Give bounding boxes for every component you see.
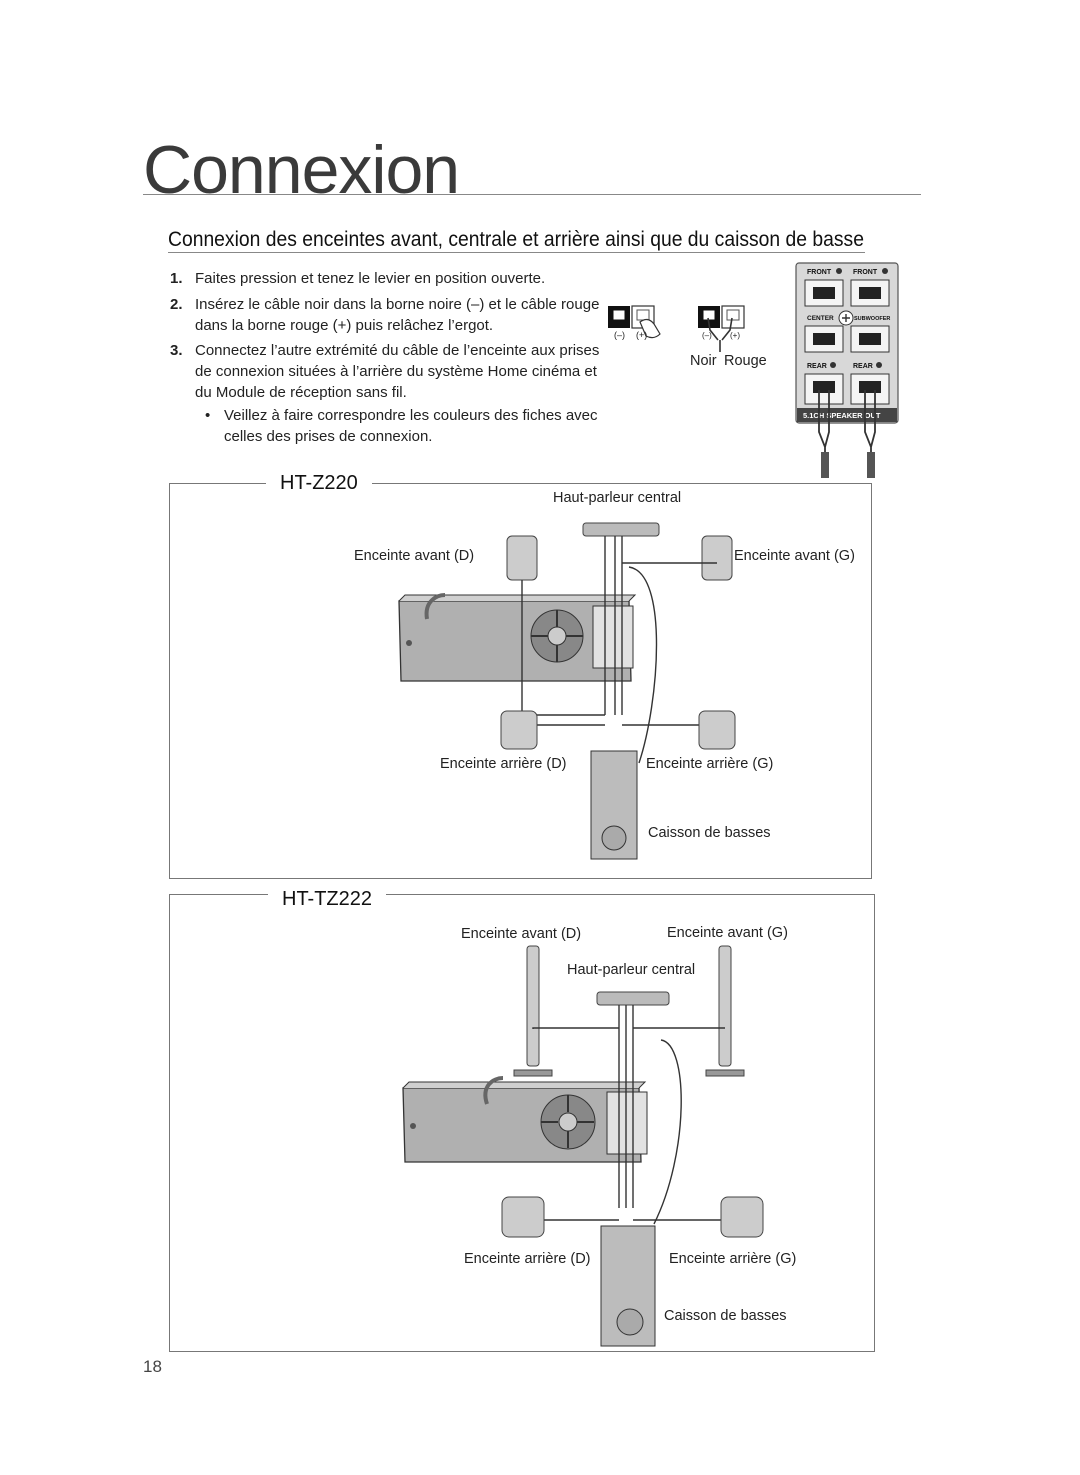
subwoofer-label: Caisson de basses bbox=[664, 1308, 787, 1324]
plus-label: (+) bbox=[636, 330, 647, 340]
step-number: 2. bbox=[170, 296, 183, 313]
subwoofer-tag: SUBWOOFER bbox=[854, 316, 890, 322]
step-3: 3. Connectez l’autre extrémité du câble … bbox=[170, 340, 615, 403]
page-number: 18 bbox=[143, 1357, 162, 1376]
front-left-speaker-icon bbox=[701, 535, 733, 581]
front-left-speaker-label: Enceinte avant (G) bbox=[667, 925, 788, 941]
front-left-tag: FRONT bbox=[807, 269, 832, 276]
terminal-clips-illustration: (–) (+) (–) (+) bbox=[608, 305, 745, 352]
bullet-text: Veillez à faire correspondre les couleur… bbox=[224, 407, 598, 445]
center-speaker-label: Haut-parleur central bbox=[553, 490, 682, 506]
center-tag: CENTER bbox=[807, 315, 834, 322]
center-speaker-icon bbox=[582, 522, 660, 537]
page-title: Connexion bbox=[143, 132, 460, 208]
rear-right-tag: REAR bbox=[853, 363, 873, 370]
rear-right-speaker-label: Enceinte arrière (D) bbox=[440, 756, 567, 772]
diagram-ht-tz222 bbox=[169, 894, 875, 1352]
front-right-speaker-label: Enceinte avant (D) bbox=[461, 926, 582, 942]
model-title-tz222: HT-TZ222 bbox=[268, 888, 387, 911]
rouge-label: Rouge bbox=[724, 353, 767, 369]
section-heading: Connexion des enceintes avant, centrale … bbox=[168, 228, 864, 251]
rear-right-speaker-icon bbox=[501, 1196, 545, 1238]
rear-left-speaker-icon bbox=[698, 710, 736, 750]
front-right-tag: FRONT bbox=[853, 269, 878, 276]
wiring-diagram-z220 bbox=[398, 522, 736, 860]
finger-icon bbox=[639, 318, 661, 339]
front-left-tall-speaker-icon bbox=[718, 945, 732, 1067]
diagram-ht-z220 bbox=[169, 483, 872, 879]
model-title-z220: HT-Z220 bbox=[266, 472, 372, 495]
minus-label: (–) bbox=[614, 330, 625, 340]
subwoofer-label: Caisson de basses bbox=[648, 825, 771, 841]
bullet-symbol: • bbox=[205, 407, 211, 424]
speaker-out-panel: FRONT FRONT CENTER SUBWOOFER REAR REAR 5… bbox=[795, 262, 899, 478]
speaker-out-tag: 5.1CH SPEAKER OUT bbox=[803, 411, 881, 420]
section-divider bbox=[168, 252, 865, 253]
step-1: 1. Faites pression et tenez le levier en… bbox=[170, 268, 615, 289]
step-text: Faites pression et tenez le levier en po… bbox=[195, 270, 546, 287]
step-number: 3. bbox=[170, 342, 183, 359]
note-bullet: • Veillez à faire correspondre les coule… bbox=[205, 405, 605, 447]
minus-label: (–) bbox=[702, 331, 712, 340]
front-left-speaker-label: Enceinte avant (G) bbox=[734, 548, 855, 564]
step-text: Insérez le câble noir dans la borne noir… bbox=[195, 296, 600, 334]
step-text: Connectez l’autre extrémité du câble de … bbox=[195, 342, 600, 401]
center-speaker-icon bbox=[596, 991, 670, 1006]
front-right-tall-speaker-icon bbox=[526, 945, 540, 1067]
noir-label: Noir bbox=[690, 353, 717, 369]
rear-right-speaker-label: Enceinte arrière (D) bbox=[464, 1251, 591, 1267]
rear-left-speaker-icon bbox=[720, 1196, 764, 1238]
step-2: 2. Insérez le câble noir dans la borne n… bbox=[170, 294, 600, 336]
title-divider bbox=[143, 194, 921, 195]
receiver-unit-icon bbox=[398, 593, 637, 682]
speaker-wire bbox=[707, 317, 733, 352]
rear-left-speaker-label: Enceinte arrière (G) bbox=[646, 756, 774, 772]
wiring-diagram-tz222 bbox=[402, 945, 764, 1347]
step-number: 1. bbox=[170, 270, 183, 287]
front-right-speaker-label: Enceinte avant (D) bbox=[354, 548, 475, 564]
rear-left-speaker-label: Enceinte arrière (G) bbox=[669, 1251, 797, 1267]
rear-left-tag: REAR bbox=[807, 363, 827, 370]
plus-label: (+) bbox=[730, 331, 740, 340]
receiver-unit-icon bbox=[402, 1076, 648, 1163]
front-right-speaker-icon bbox=[506, 535, 538, 581]
center-speaker-label: Haut-parleur central bbox=[567, 962, 696, 978]
rear-right-speaker-icon bbox=[500, 710, 538, 750]
